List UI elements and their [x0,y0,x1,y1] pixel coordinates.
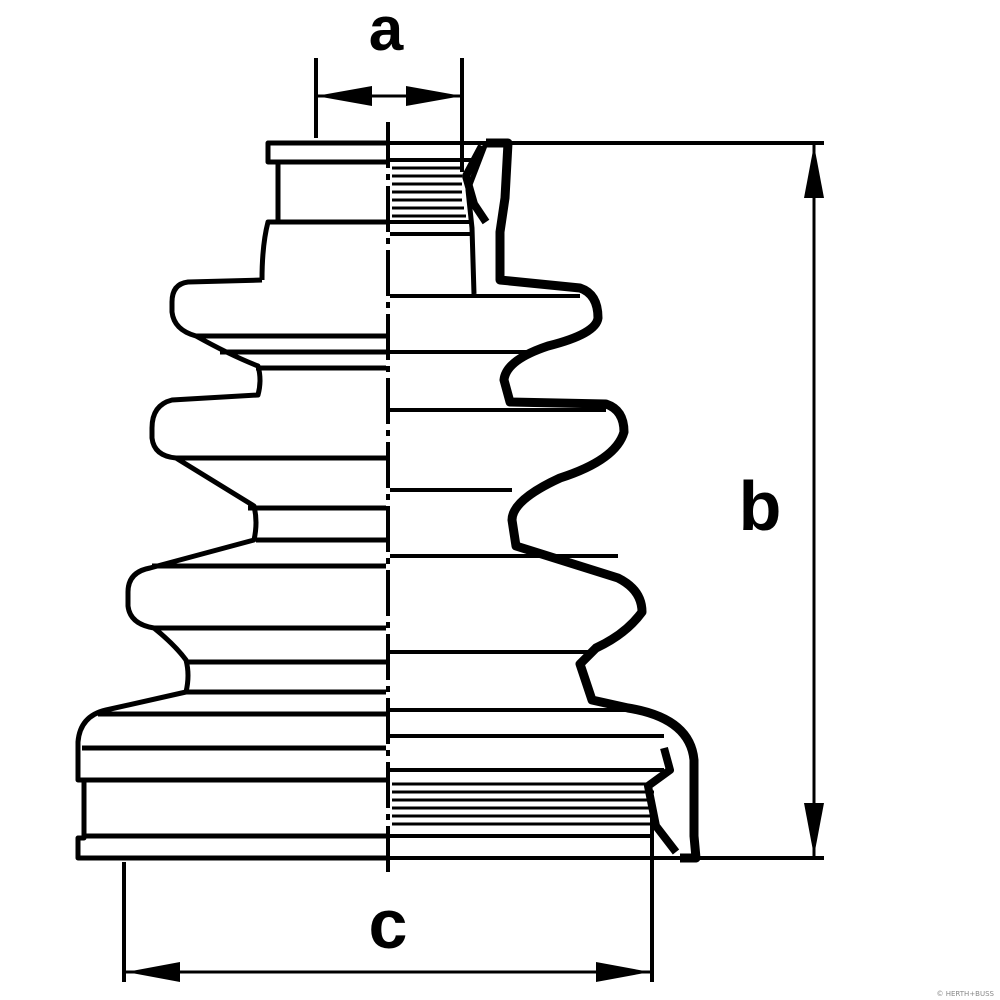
top-flange [265,140,386,165]
watermark-text: © HERTH+BUSS [937,990,995,998]
bottom-seal-lip [644,746,680,855]
section-wall [486,138,701,863]
dimension-label-a: a [369,0,404,64]
top-grooves [392,166,466,218]
dimension-a [314,58,464,172]
neck-outline [259,162,281,281]
section-inner [465,142,489,295]
bottom-grooves [392,782,656,826]
dimension-b [508,141,824,860]
dimension-label-b: b [739,467,782,545]
boot-exterior [75,140,386,861]
top-seal-lip [462,144,490,225]
dimension-c [122,800,654,982]
boot-section [390,138,701,863]
dimension-label-c: c [369,885,408,963]
